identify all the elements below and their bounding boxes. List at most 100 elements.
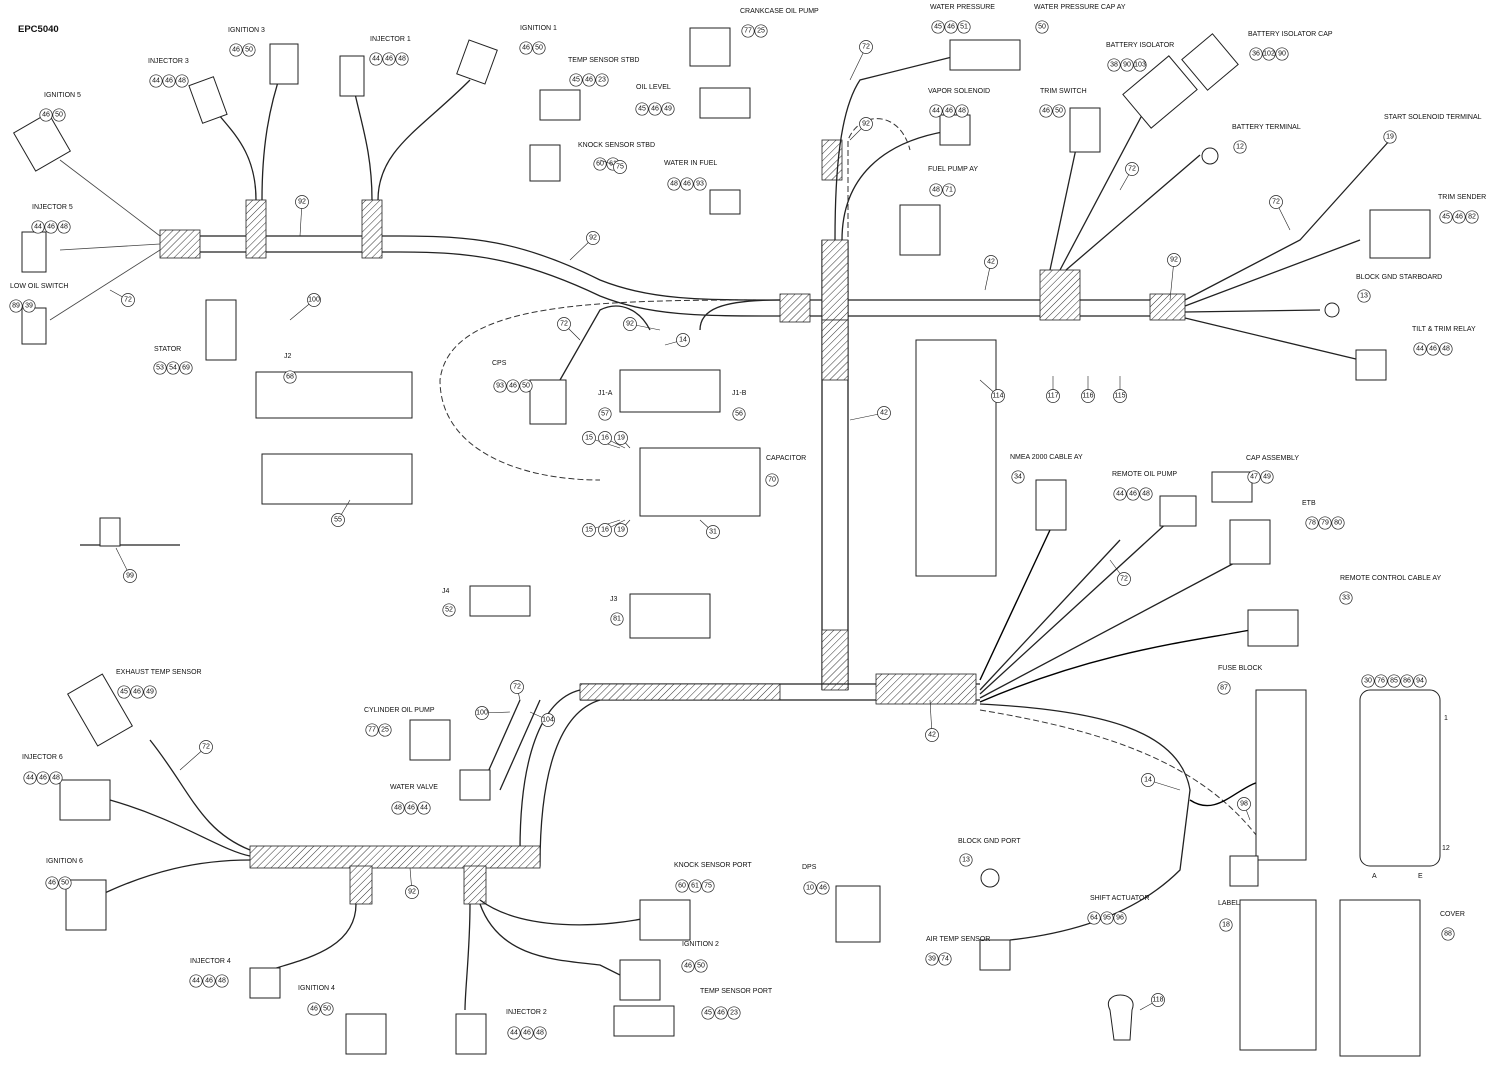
ref-number: 13: [1360, 293, 1368, 300]
callout-circle: [582, 431, 596, 445]
callout-number: 16: [601, 435, 609, 442]
ref-number: 49: [664, 106, 672, 113]
ref-number: 46: [651, 106, 659, 113]
ref-circle: [1120, 58, 1134, 72]
ref-circle: [741, 24, 755, 38]
ref-number: 85: [1390, 678, 1398, 685]
ref-circle: [143, 685, 157, 699]
ref-number: 45: [704, 1010, 712, 1017]
callout-number: 99: [126, 573, 134, 580]
ref-circle: [153, 361, 167, 375]
ref-number: 46: [1042, 108, 1050, 115]
callout-72: 72: [510, 680, 524, 701]
callout-19: 19: [614, 431, 631, 449]
callout-number: 15: [585, 435, 593, 442]
ref-circle: [23, 771, 37, 785]
ref-circle: [307, 1002, 321, 1016]
harness-trunks: [49, 54, 1391, 1011]
callout-number: 15: [585, 527, 593, 534]
callout-42: 42: [984, 255, 998, 291]
component-label: INJECTOR 4: [190, 958, 231, 965]
ref-number: 60: [596, 161, 604, 168]
callout-number: 92: [626, 321, 634, 328]
ref-number: 86: [1403, 678, 1411, 685]
ref-number: 30: [1364, 678, 1372, 685]
ref-number: 46: [42, 112, 50, 119]
callout-92: 92: [569, 231, 600, 261]
callout-72: 72: [557, 317, 581, 341]
ref-number: 61: [691, 883, 699, 890]
component-label: EXHAUST TEMP SENSOR: [116, 669, 202, 676]
ref-circle: [49, 771, 63, 785]
ref-circle: [1426, 342, 1440, 356]
component-label: ETB: [1302, 500, 1316, 507]
ref-number: 44: [1416, 346, 1424, 353]
callout-number: 31: [709, 529, 717, 536]
callout-circle: [1113, 389, 1127, 403]
ref-number: 46: [683, 181, 691, 188]
callout-circle: [1269, 195, 1283, 209]
ref-circle: [582, 73, 596, 87]
callout-100: 100: [475, 706, 511, 720]
ref-number: 74: [941, 956, 949, 963]
ref-circle: [39, 108, 53, 122]
callout-number: 72: [560, 321, 568, 328]
ref-number: 57: [601, 411, 609, 418]
ref-number: 48: [670, 181, 678, 188]
ref-number: 51: [960, 24, 968, 31]
ref-circle: [493, 379, 507, 393]
ref-number: 102: [1263, 51, 1275, 58]
ref-number: 80: [1334, 520, 1342, 527]
ref-number: 81: [613, 616, 621, 623]
ref-circle: [369, 52, 383, 66]
ref-circle: [959, 853, 973, 867]
callout-number: 72: [202, 744, 210, 751]
ref-circle: [52, 108, 66, 122]
callout-116: 116: [1081, 376, 1095, 403]
callout-circle: [614, 431, 628, 445]
ref-number: 46: [385, 56, 393, 63]
callout-72: 72: [1269, 195, 1291, 231]
ref-number: 71: [945, 187, 953, 194]
ref-number: 46: [684, 963, 692, 970]
component-label: INJECTOR 5: [32, 204, 73, 211]
ref-number: 64: [1090, 915, 1098, 922]
ref-number: 48: [218, 978, 226, 985]
callout-circle: [1141, 773, 1155, 787]
ref-number: 23: [598, 77, 606, 84]
ref-number: 50: [55, 112, 63, 119]
ref-circle: [519, 41, 533, 55]
ref-number: 90: [1123, 62, 1131, 69]
ref-number: 44: [1116, 491, 1124, 498]
ref-number: 69: [182, 365, 190, 372]
ref-number: 47: [1250, 474, 1258, 481]
ref-number: 13: [962, 857, 970, 864]
callout-118: 118: [1139, 993, 1165, 1011]
callout-number: 92: [298, 199, 306, 206]
callout-72: 72: [1109, 559, 1131, 586]
callout-circle: [1167, 253, 1181, 267]
ref-number: 46: [205, 978, 213, 985]
callout-circle: [859, 40, 873, 54]
ref-circle: [1275, 47, 1289, 61]
ref-circle: [242, 43, 256, 57]
component-label: LABEL: [1218, 900, 1240, 907]
callout-number: 19: [617, 435, 625, 442]
component-label: CAPACITOR: [766, 455, 806, 462]
ref-circle: [1439, 210, 1453, 224]
ref-number: 46: [1129, 491, 1137, 498]
ref-number: 34: [1014, 474, 1022, 481]
